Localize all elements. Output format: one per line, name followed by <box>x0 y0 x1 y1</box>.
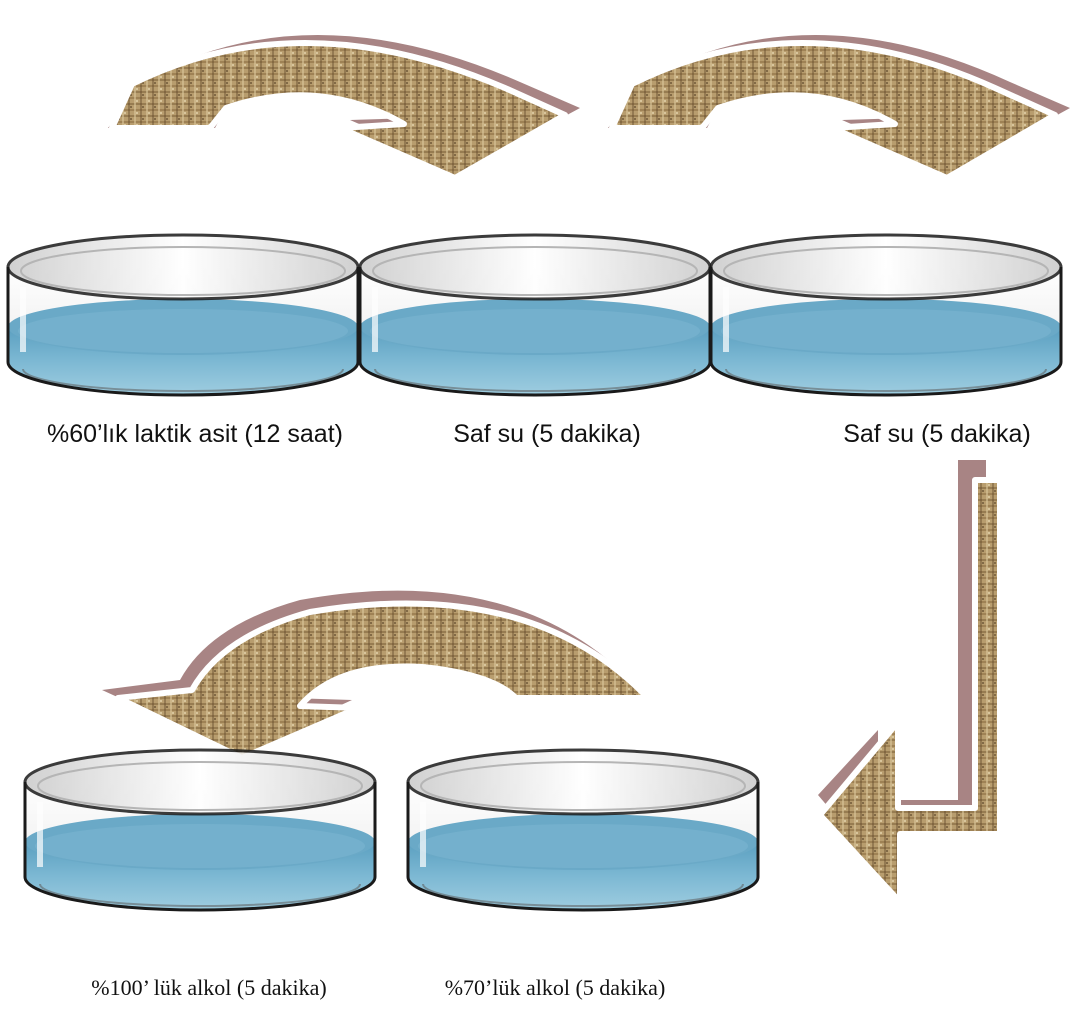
step-label-distilled-water-1: Saf su (5 dakika) <box>453 420 641 449</box>
petri-dish-distilled-water-1 <box>360 235 710 395</box>
curved-arrow-icon <box>608 35 1070 178</box>
elbow-arrow-icon <box>818 460 1000 902</box>
curved-arrow-icon <box>102 591 648 758</box>
petri-dish-distilled-water-2 <box>711 235 1061 395</box>
step-label-lactic-acid: %60’lık laktik asit (12 saat) <box>47 420 343 449</box>
petri-dish-lactic-acid <box>8 235 358 395</box>
step-label-distilled-water-2: Saf su (5 dakika) <box>843 420 1031 449</box>
step-label-alcohol-100: %100’ lük alkol (5 dakika) <box>91 975 326 1001</box>
petri-dish-alcohol-100 <box>25 750 375 910</box>
curved-arrow-icon <box>108 35 580 178</box>
petri-dish-alcohol-70 <box>408 750 758 910</box>
step-label-alcohol-70: %70’lük alkol (5 dakika) <box>445 975 666 1001</box>
